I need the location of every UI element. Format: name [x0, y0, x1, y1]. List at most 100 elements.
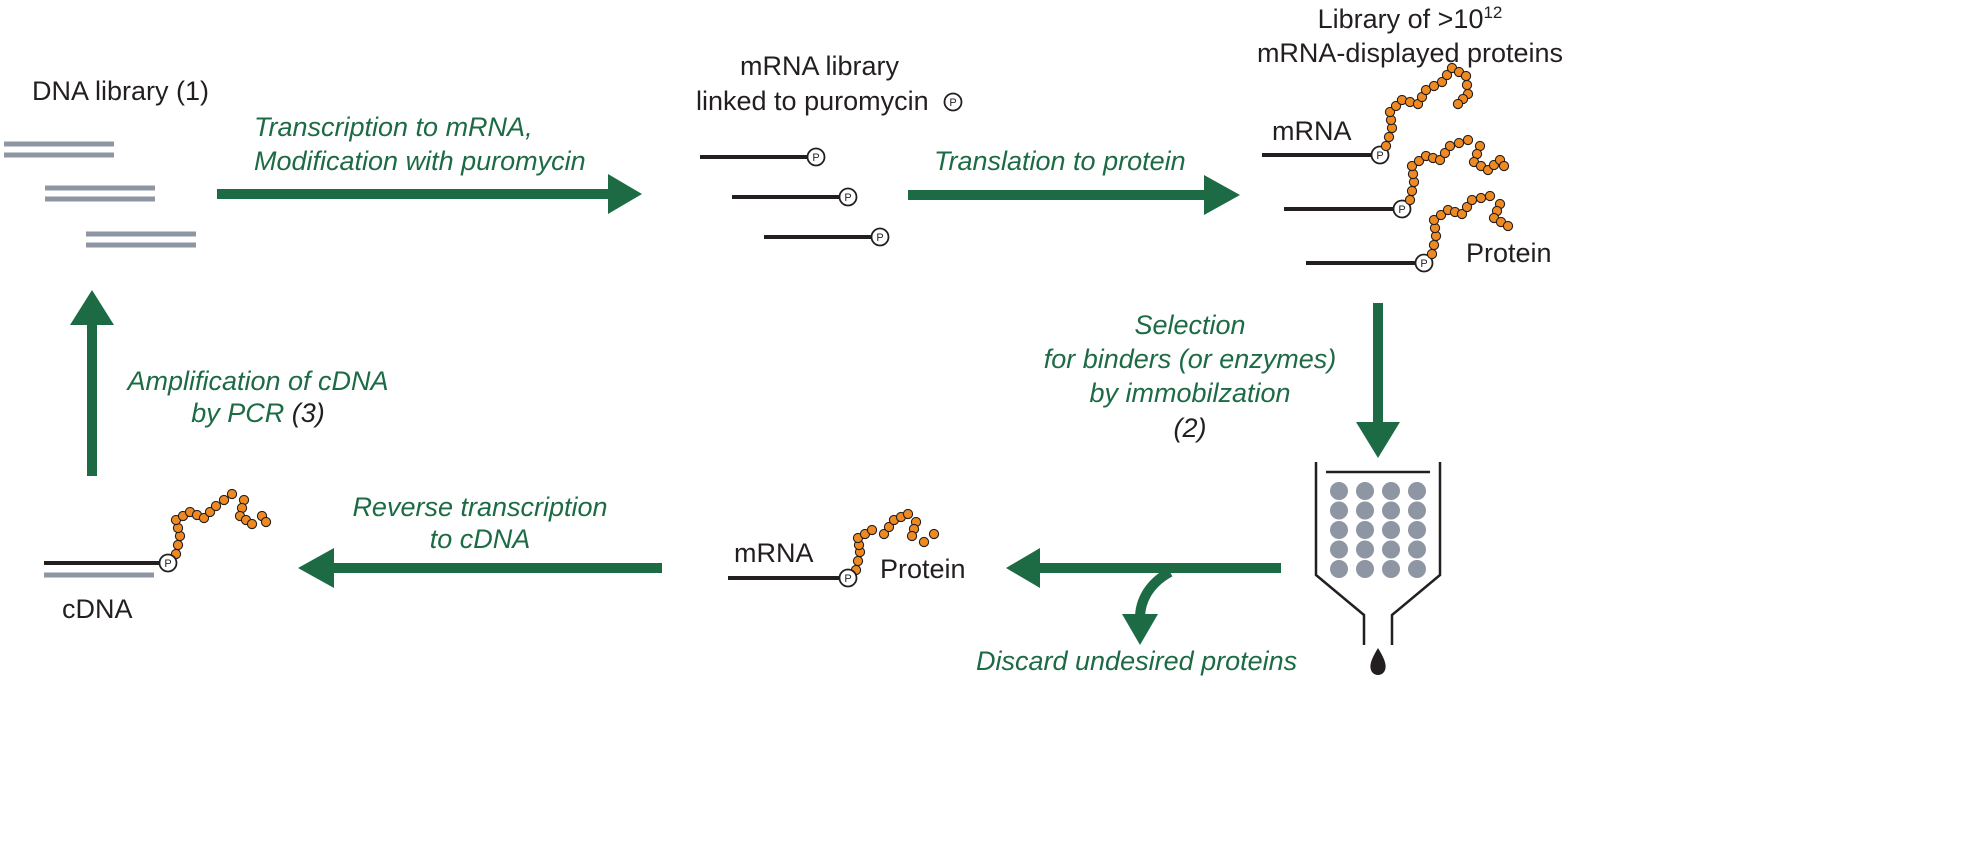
translation-arrow — [908, 175, 1240, 215]
column-bead — [1408, 540, 1426, 559]
amino-acid-bead — [1404, 194, 1416, 206]
amino-acid-bead — [1462, 134, 1474, 146]
amino-acid-bead — [1413, 155, 1425, 167]
display-library-label-2: mRNA-displayed proteins — [1257, 38, 1563, 68]
column-bead — [1330, 501, 1348, 520]
discard-arrow — [1135, 567, 1173, 619]
protein-label: Protein — [880, 554, 966, 584]
amino-acid-bead — [1452, 98, 1464, 110]
reverse-transcription-label-2: to cDNA — [430, 524, 531, 554]
amino-acid-bead — [1441, 69, 1453, 81]
transcription-step-label-2: Modification with puromycin — [254, 146, 586, 176]
amino-acid-bead — [204, 506, 216, 518]
amino-acid-bead — [1428, 214, 1440, 226]
column-bead — [1408, 521, 1426, 539]
amino-acid-bead — [1456, 208, 1468, 220]
amino-acid-bead — [198, 512, 210, 524]
column-bead — [1330, 521, 1348, 539]
amino-acid-bead — [1406, 160, 1418, 172]
discard-arrowhead — [1122, 614, 1158, 645]
amino-acid-bead — [1390, 100, 1402, 112]
amino-acid-bead — [1498, 160, 1510, 172]
amplification-step-label: Amplification of cDNA — [125, 366, 388, 396]
amino-acid-bead — [866, 524, 878, 536]
transcription-arrow — [217, 174, 642, 214]
protein-chain — [1380, 62, 1474, 152]
amino-acid-bead — [1502, 220, 1514, 232]
column-bead — [1382, 540, 1400, 559]
amino-acid-bead — [1444, 140, 1456, 152]
amino-acid-bead — [1435, 209, 1447, 221]
eluate-arrow — [1006, 548, 1281, 588]
column-bead — [1356, 501, 1374, 520]
column-bead — [1330, 540, 1348, 559]
translation-step-label: Translation to protein — [934, 146, 1186, 176]
column-bead — [1382, 560, 1400, 578]
mrna-label: mRNA — [1272, 116, 1352, 146]
column-bead — [1408, 501, 1426, 520]
cdna-label: cDNA — [62, 594, 133, 624]
amino-acid-bead — [1460, 70, 1472, 82]
column-bead — [1356, 540, 1374, 559]
selection-step-label-3: by immobilzation — [1089, 378, 1290, 408]
amino-acid-bead — [878, 528, 890, 540]
protein-chain — [1426, 190, 1514, 260]
amino-acid-bead — [918, 536, 930, 548]
column-bead — [1382, 501, 1400, 520]
selection-step-label: Selection — [1134, 310, 1245, 340]
amino-acid-bead — [1420, 84, 1432, 96]
amino-acid-bead — [1383, 131, 1395, 143]
amino-acid-bead — [1461, 201, 1473, 213]
transcription-step-label: Transcription to mRNA, — [254, 112, 533, 142]
mrna-library-label-2: linked to puromycin — [696, 86, 929, 116]
amino-acid-bead — [226, 488, 238, 500]
selection-step-label-2: for binders (or enzymes) — [1044, 344, 1337, 374]
affinity-column — [1314, 462, 1442, 675]
eluate-drop — [1370, 648, 1386, 675]
mrna-strands — [1262, 153, 1416, 265]
protein-label: Protein — [1466, 238, 1552, 268]
amino-acid-bead — [210, 500, 222, 512]
amino-acid-bead — [1475, 192, 1487, 204]
column-bead — [1408, 560, 1426, 578]
column-beads — [1330, 482, 1426, 578]
column-bead — [1356, 482, 1374, 500]
amino-acid-bead — [1453, 137, 1465, 149]
selection-arrow — [1356, 303, 1400, 458]
amino-acid-bead — [1439, 147, 1451, 159]
protein-chains — [170, 62, 1514, 576]
discard-label: Discard undesired proteins — [976, 646, 1297, 676]
puromycin-icon — [806, 147, 826, 167]
amino-acid-bead — [902, 508, 914, 520]
dna-library-strands — [4, 141, 196, 248]
amino-acid-bead — [1436, 76, 1448, 88]
amino-acid-bead — [852, 555, 864, 567]
column-bead — [1356, 521, 1374, 539]
mrna-strands — [700, 155, 872, 239]
display-library-label: Library of >1012 — [1318, 3, 1503, 34]
column-bead — [1330, 482, 1348, 500]
mrna-label: mRNA — [734, 538, 814, 568]
amino-acid-bead — [218, 494, 230, 506]
amino-acid-bead — [1426, 248, 1438, 260]
protein-chain — [1404, 134, 1510, 206]
puromycin-icon — [870, 227, 890, 247]
amino-acid-bead — [1406, 185, 1418, 197]
mrna-library-label: mRNA library — [740, 51, 900, 81]
reverse-transcription-arrow — [298, 548, 662, 588]
amino-acid-bead — [1428, 80, 1440, 92]
amino-acid-bead — [928, 528, 940, 540]
amino-acid-bead — [1484, 190, 1496, 202]
amino-acid-bead — [1428, 239, 1440, 251]
column-bead — [1382, 521, 1400, 539]
column-bead — [1382, 482, 1400, 500]
dna-library-label: DNA library (1) — [32, 76, 209, 106]
column-bead — [1330, 560, 1348, 578]
amino-acid-bead — [1380, 140, 1392, 152]
protein-chain — [850, 508, 940, 576]
protein-chain — [170, 488, 272, 560]
column-bead — [1356, 560, 1374, 578]
puromycin-icon — [158, 553, 178, 573]
amino-acid-bead — [1434, 154, 1446, 166]
